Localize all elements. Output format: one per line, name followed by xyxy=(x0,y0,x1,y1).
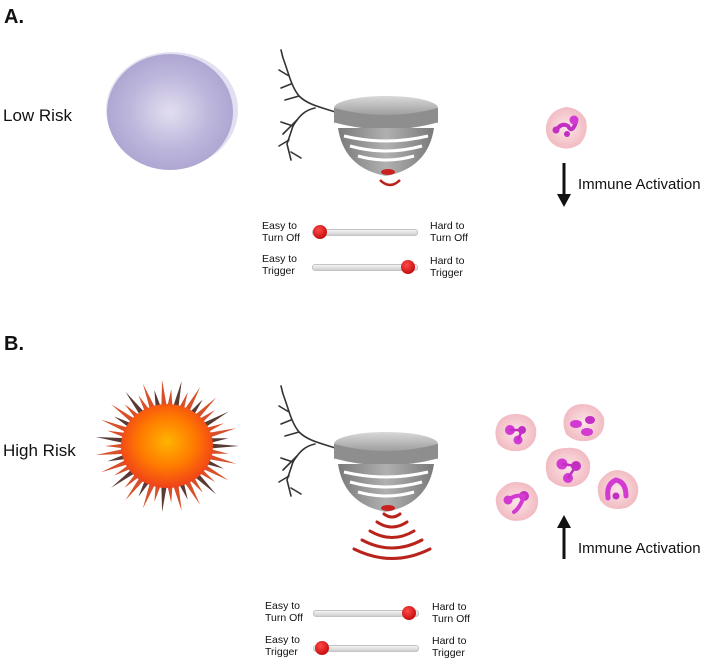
spike xyxy=(182,387,201,415)
slider-left-label: Easy to Turn Off xyxy=(265,600,303,624)
alarm-waves xyxy=(352,512,432,560)
slider-right-label: Hard to Turn Off xyxy=(432,601,470,625)
nerve-fiber-icon xyxy=(278,49,342,161)
high-risk-spiky-icon xyxy=(95,379,239,513)
turn-off-slider-track[interactable] xyxy=(313,610,419,617)
immune-cell-icon xyxy=(545,447,591,487)
low-risk-label: Low Risk xyxy=(3,106,72,125)
arrow-down-icon xyxy=(557,163,571,207)
spike xyxy=(172,381,182,411)
nerve-fiber-icon xyxy=(278,385,342,497)
immune-cell-icon xyxy=(545,107,587,149)
immune-activation-label: Immune Activation xyxy=(578,176,701,193)
spike xyxy=(142,383,157,413)
slider-left-label: Easy to Trigger xyxy=(262,253,298,277)
slider-right-label: Hard to Turn Off xyxy=(430,220,468,244)
spike xyxy=(125,474,147,501)
slider-left-label: Easy to Turn Off xyxy=(262,220,300,244)
smoke-detector-icon xyxy=(333,96,439,176)
panel-b-label: B. xyxy=(4,333,24,355)
immune-cell-icon xyxy=(563,404,605,442)
spike xyxy=(206,443,239,449)
spike xyxy=(161,379,168,410)
spike xyxy=(100,458,132,473)
spike xyxy=(142,479,157,509)
trigger-slider-knob[interactable] xyxy=(401,260,415,274)
immune-cell-icon xyxy=(495,414,537,452)
immune-activation-label: Immune Activation xyxy=(578,540,701,557)
turn-off-slider-knob[interactable] xyxy=(313,225,327,239)
arrow-up-icon xyxy=(557,515,571,559)
spike xyxy=(95,448,128,456)
spike xyxy=(95,436,128,444)
spike xyxy=(204,453,237,464)
turn-off-slider-knob[interactable] xyxy=(402,606,416,620)
slider-right-label: Hard to Trigger xyxy=(432,635,467,659)
immune-cell-cluster-icon xyxy=(495,404,639,521)
spike xyxy=(172,481,182,511)
trigger-slider-knob[interactable] xyxy=(315,641,329,655)
immune-cell-icon xyxy=(597,470,639,509)
spike xyxy=(100,419,132,434)
trigger-slider-track[interactable] xyxy=(313,645,419,652)
slider-right-label: Hard to Trigger xyxy=(430,255,465,279)
spike xyxy=(125,391,147,418)
smoke-detector-icon xyxy=(333,432,439,512)
spike xyxy=(199,462,229,481)
spike xyxy=(204,428,237,439)
low-risk-sphere-icon xyxy=(106,52,238,170)
spike xyxy=(161,482,168,513)
alarm-wave xyxy=(379,179,401,187)
spike xyxy=(182,477,201,505)
spike xyxy=(199,411,229,430)
immune-cell-icon xyxy=(495,482,539,521)
turn-off-slider-track[interactable] xyxy=(312,229,418,236)
panel-a-label: A. xyxy=(4,6,24,28)
high-risk-label: High Risk xyxy=(3,441,76,460)
trigger-slider-track[interactable] xyxy=(312,264,418,271)
slider-left-label: Easy to Trigger xyxy=(265,634,301,658)
